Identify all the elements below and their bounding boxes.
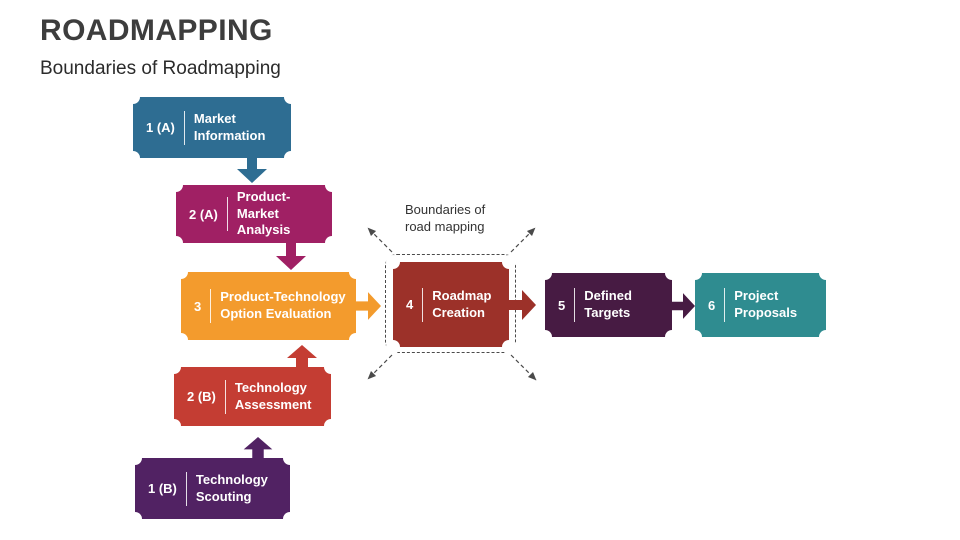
corner-notch — [688, 266, 702, 280]
corner-notch — [502, 340, 516, 354]
step-box-market-information: 1 (A) Market Information — [126, 90, 298, 165]
corner-notch — [819, 266, 833, 280]
divider-line — [422, 287, 424, 322]
slide-subtitle: Boundaries of Roadmapping — [40, 58, 281, 79]
corner-notch — [819, 330, 833, 344]
step-number: 1 (B) — [148, 481, 177, 496]
corner-notch — [665, 266, 679, 280]
corner-notch — [284, 151, 298, 165]
step-box-technology-scouting: 1 (B) Technology Scouting — [128, 451, 297, 526]
corner-notch — [174, 265, 188, 279]
corner-notch — [688, 330, 702, 344]
step-number: 6 — [708, 297, 716, 313]
corner-notch — [128, 451, 142, 465]
divider-line — [574, 288, 576, 322]
boundary-arrow-bottom-right — [510, 354, 537, 381]
divider-line — [183, 110, 185, 145]
divider-line — [724, 288, 726, 322]
corner-notch — [284, 90, 298, 104]
step-box-technology-assessment: 2 (B) Technology Assessment — [167, 360, 338, 433]
corner-notch — [538, 266, 552, 280]
step-label: Market Information — [193, 110, 266, 143]
arrow-down-2a-to-3 — [276, 242, 306, 270]
arrow-down-1a-to-2a — [237, 156, 267, 183]
step-box-defined-targets: 5 Defined Targets — [538, 266, 679, 344]
arrow-right-4-to-5 — [508, 290, 536, 320]
step-box-product-technology-option-evaluation: 3 Product-Technology Option Evaluation — [174, 265, 363, 347]
step-box-project-proposals: 6 Project Proposals — [688, 266, 833, 344]
step-label: Product-Technology Option Evaluation — [220, 289, 346, 321]
divider-line — [185, 471, 187, 506]
step-number: 4 — [406, 297, 414, 312]
divider-line — [210, 289, 212, 323]
corner-notch — [325, 178, 339, 192]
step-number: 1 (A) — [146, 120, 175, 135]
corner-notch — [665, 330, 679, 344]
corner-notch — [128, 512, 142, 526]
corner-notch — [502, 255, 516, 269]
step-box-product-market-analysis: 2 (A) Product- Market Analysis — [169, 178, 339, 250]
corner-notch — [126, 151, 140, 165]
corner-notch — [169, 236, 183, 250]
corner-notch — [325, 236, 339, 250]
step-number: 5 — [558, 297, 566, 313]
boundary-arrow-top-left — [367, 227, 393, 253]
arrow-right-3-to-4 — [355, 292, 381, 320]
corner-notch — [349, 265, 363, 279]
divider-line — [226, 197, 228, 231]
corner-notch — [126, 90, 140, 104]
boundary-label: Boundaries of road mapping — [405, 202, 486, 234]
slide-title: ROADMAPPING — [40, 14, 273, 47]
step-label: Roadmap Creation — [432, 287, 492, 320]
corner-notch — [174, 333, 188, 347]
corner-notch — [167, 360, 181, 374]
arrow-up-1b-to-2b — [243, 437, 273, 458]
corner-notch — [283, 512, 297, 526]
step-label: Project Proposals — [734, 288, 798, 320]
step-label: Defined Targets — [584, 288, 632, 320]
corner-notch — [349, 333, 363, 347]
corner-notch — [386, 255, 400, 269]
step-box-roadmap-creation: 4 Roadmap Creation — [386, 255, 516, 354]
boundary-arrow-top-right — [510, 227, 536, 253]
corner-notch — [324, 419, 338, 433]
step-number: 2 (A) — [189, 206, 218, 222]
corner-notch — [167, 419, 181, 433]
corner-notch — [538, 330, 552, 344]
arrow-up-2b-to-3 — [287, 345, 317, 367]
corner-notch — [386, 340, 400, 354]
step-number: 2 (B) — [187, 389, 216, 404]
step-label: Technology Scouting — [195, 471, 268, 504]
step-label: Technology Assessment — [234, 379, 312, 412]
corner-notch — [324, 360, 338, 374]
step-number: 3 — [194, 298, 202, 314]
corner-notch — [283, 451, 297, 465]
boundary-arrow-bottom-left — [367, 354, 393, 380]
step-label: Product- Market Analysis — [236, 189, 291, 238]
corner-notch — [169, 178, 183, 192]
arrow-right-5-to-6 — [671, 293, 695, 319]
divider-line — [224, 379, 226, 414]
